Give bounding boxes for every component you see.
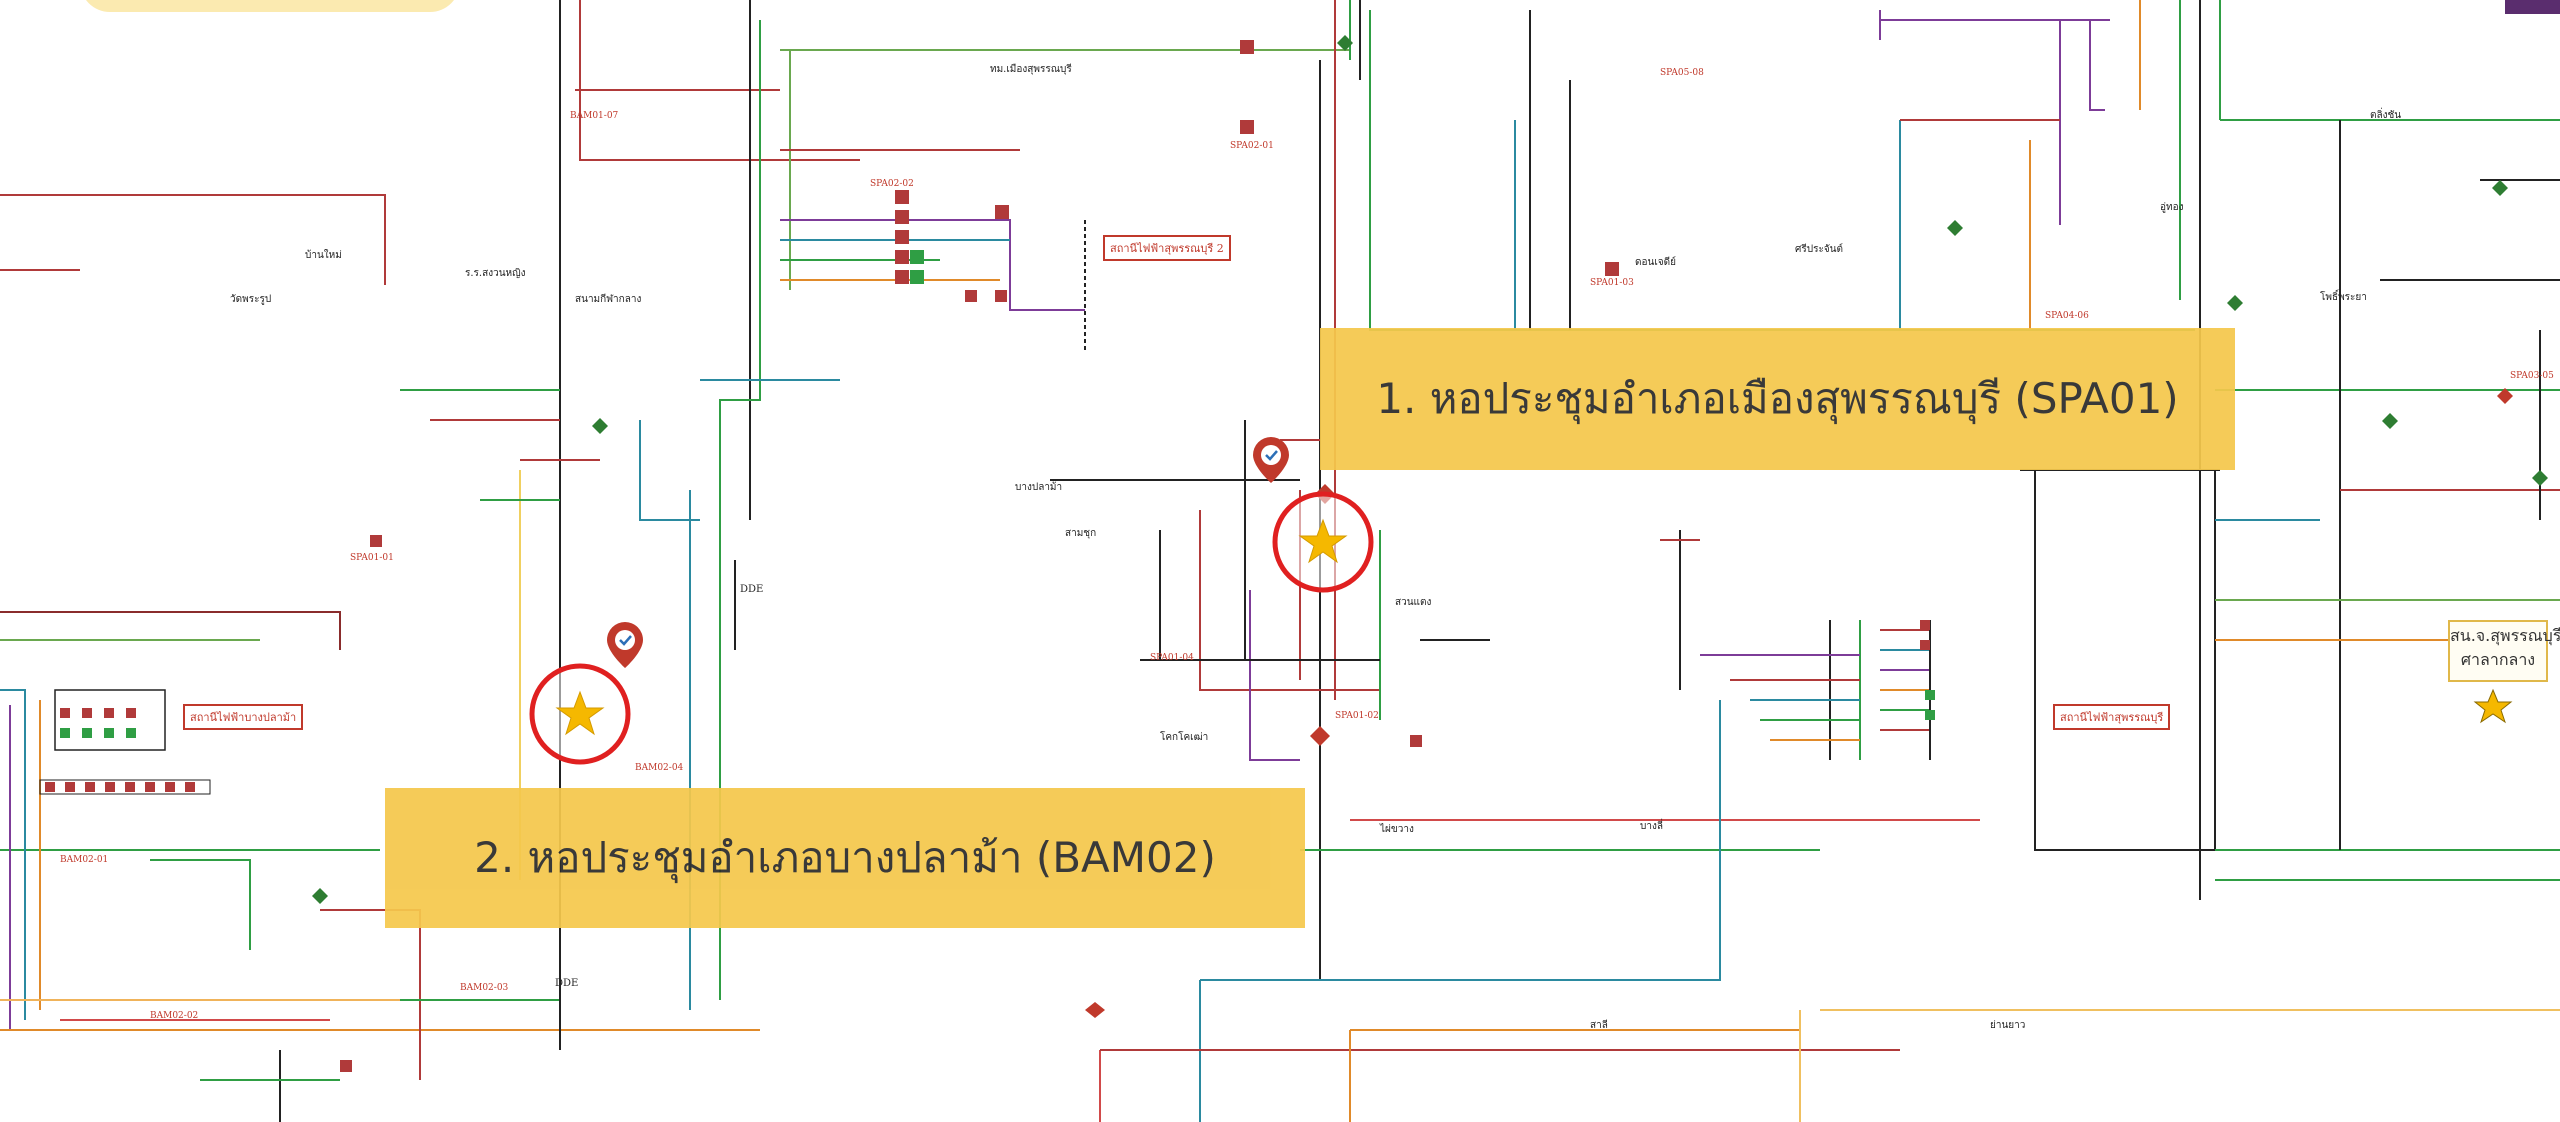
provincial-office-box: สน.จ.สุพรรณบุรี ศาลากลาง: [2448, 620, 2560, 682]
diagram-label: บางปลาม้า: [1015, 481, 1062, 493]
diagram-label: โคกโคเฒ่า: [1160, 730, 1208, 743]
station-label-spa: สถานีไฟฟ้าสุพรรณบุรี: [2053, 704, 2171, 730]
feeder-tag: SPA01-02: [1335, 711, 1379, 721]
bam02-callout: 2. หอประชุมอำเภอบางปลาม้า (BAM02): [385, 788, 1305, 928]
equipment-markers: [312, 35, 2548, 1072]
diagram-label: สาลี: [1590, 1019, 1608, 1031]
diagram-label: สนามกีฬากลาง: [575, 293, 641, 305]
diagram-label: สามชุก: [1065, 528, 1096, 539]
diagram-label: ตลิ่งชัน: [2370, 107, 2401, 121]
feeder-tag: SPA04-06: [2045, 311, 2089, 321]
diagram-label: DDE: [740, 584, 763, 595]
diagram-label: ร.ร.สงวนหญิง: [465, 268, 526, 279]
feeder-tag: SPA01-03: [1590, 278, 1634, 288]
diagram-label: วัดพระรูป: [230, 294, 271, 305]
feeder-tag: BAM02-04: [635, 763, 684, 773]
feeder-tag: SPA03-05: [2510, 371, 2554, 381]
bangplama-substation-bus: [39, 689, 211, 795]
feeder-tag: BAM01-07: [570, 111, 619, 121]
feeder-lines-right: [1369, 0, 2560, 1122]
spa01-callout: 1. หอประชุมอำเภอเมืองสุพรรณบุรี (SPA01): [1320, 328, 2235, 470]
feeder-tag: SPA05-08: [1660, 68, 1704, 78]
diagram-label: สวนแตง: [1395, 597, 1431, 608]
feeder-tag: SPA01-04: [1150, 653, 1194, 663]
feeder-tag: BAM02-03: [460, 983, 509, 993]
diagram-text: ทม.เมืองสุพรรณบุรี บ้านใหม่ วัดพระรูป ร.…: [60, 63, 2554, 1031]
diagram-label: ย่านยาว: [1990, 1020, 2025, 1031]
top-right-decoration: [2505, 0, 2560, 14]
star-icon: [555, 690, 605, 736]
location-pin-icon: [1253, 437, 1289, 483]
diagram-label: DDE: [555, 978, 578, 989]
diagram-label: บางลี่: [1640, 818, 1663, 832]
feeder-tag: SPA02-01: [1230, 141, 1274, 151]
diagram-label: อู่ทอง: [2160, 202, 2184, 213]
diagram-label: ศรีประจันต์: [1795, 243, 1843, 255]
diagram-label: โพธิ์พระยา: [2320, 289, 2367, 303]
top-left-decoration: [80, 0, 460, 12]
info-box-line1: สน.จ.สุพรรณบุรี: [2450, 626, 2560, 645]
feeder-tag: SPA02-02: [870, 179, 914, 189]
bam02-marker[interactable]: [529, 663, 631, 765]
info-box-line2: ศาลากลาง: [2460, 650, 2536, 669]
station-label-bangplama: สถานีไฟฟ้าบางปลาม้า: [183, 704, 304, 730]
location-pin-icon: [607, 622, 643, 668]
diagram-label: บ้านใหม่: [305, 249, 342, 261]
diagram-label: ทม.เมืองสุพรรณบุรี: [990, 63, 1072, 75]
spa01-callout-text: 1. หอประชุมอำเภอเมืองสุพรรณบุรี (SPA01): [1376, 374, 2179, 423]
spa01-marker[interactable]: [1272, 491, 1374, 593]
feeder-tag: BAM02-02: [150, 1011, 198, 1021]
bam02-callout-text: 2. หอประชุมอำเภอบางปลาม้า (BAM02): [474, 833, 1216, 882]
diagram-label: ดอนเจดีย์: [1635, 256, 1676, 268]
feeder-lines-center: [559, 0, 1980, 1122]
station-label-spa2: สถานีไฟฟ้าสุพรรณบุรี 2: [1103, 235, 1231, 261]
star-icon: [1298, 518, 1348, 564]
feeder-tag: SPA01-01: [350, 553, 394, 563]
diagram-label: ไผ่ขวาง: [1379, 823, 1414, 835]
feeder-lines-left: [0, 194, 760, 1122]
feeder-tag: BAM02-01: [60, 855, 108, 865]
star-icon: [2473, 688, 2513, 724]
